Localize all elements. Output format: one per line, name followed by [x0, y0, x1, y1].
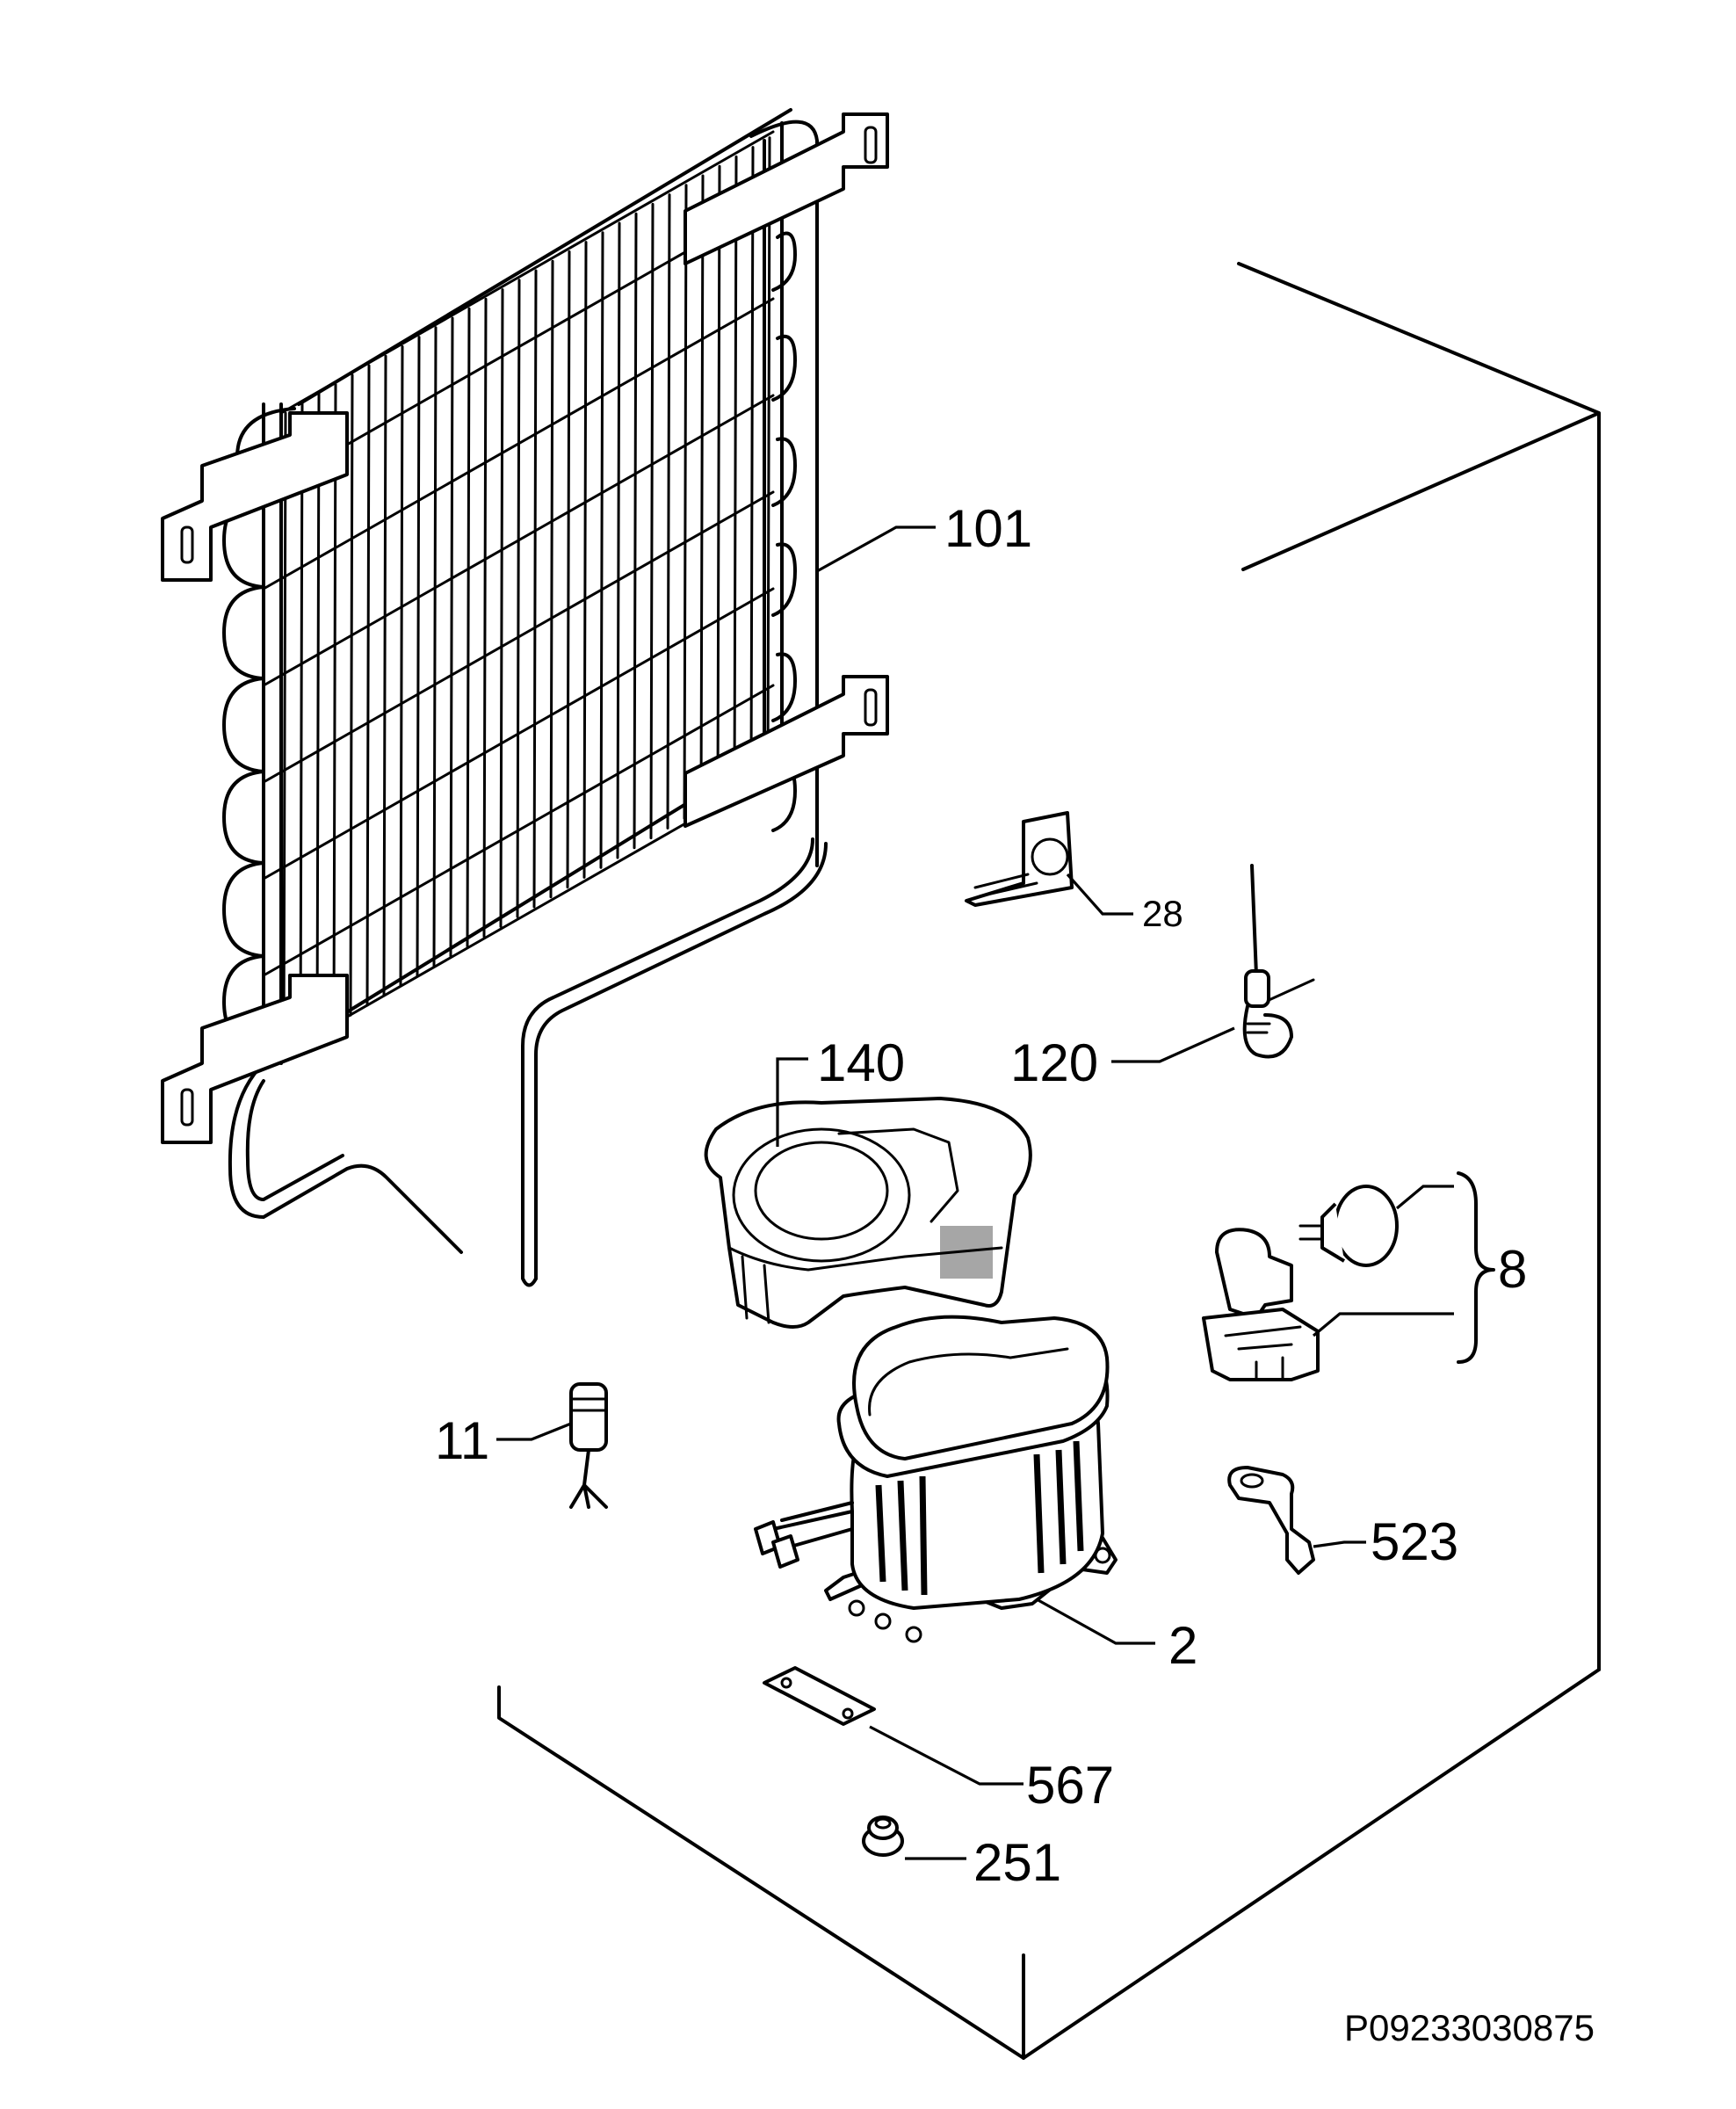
condenser-wire [683, 184, 688, 820]
callout-2: 2 [1168, 1616, 1197, 1675]
electrical-kit-part [1202, 1185, 1399, 1381]
compressor-cover-part [704, 1097, 1032, 1329]
callout-101: 101 [944, 499, 1032, 558]
compressor-rib [875, 1484, 886, 1583]
condenser-wire [633, 212, 638, 850]
condenser-wire [282, 411, 287, 1056]
condenser-rung [262, 587, 775, 881]
condenser-part [161, 108, 889, 1287]
condenser-wire [516, 279, 521, 918]
condenser-wire [532, 269, 538, 909]
compressor-rib [897, 1480, 908, 1591]
condenser-wire [749, 146, 755, 780]
condenser-wire [399, 344, 404, 988]
drier-part [569, 1382, 608, 1509]
condenser-wire [365, 364, 371, 1007]
condenser-wire [482, 297, 488, 939]
condenser-wire [549, 259, 554, 899]
callout-251: 251 [973, 1833, 1061, 1892]
compressor-rib [1073, 1440, 1084, 1552]
condenser-wire [299, 402, 304, 1047]
condenser-wire [416, 336, 421, 977]
callout-523: 523 [1371, 1512, 1458, 1571]
callout-567: 567 [1026, 1756, 1114, 1815]
service-valve-part [1242, 864, 1315, 1059]
plate-part [763, 1666, 876, 1726]
condenser-wire [449, 316, 454, 958]
condenser-rung [262, 490, 775, 784]
condenser-wire [499, 288, 504, 928]
condenser-wire [699, 174, 705, 810]
condenser-wire [349, 373, 354, 1017]
clamp-part [1227, 1466, 1315, 1575]
condenser-wire [466, 307, 471, 948]
condenser-wire [616, 221, 621, 859]
condenser-wire [733, 155, 738, 791]
callout-140: 140 [817, 1033, 905, 1092]
compressor-rib [919, 1475, 928, 1596]
condenser-wire [332, 383, 337, 1026]
condenser-wire [315, 392, 321, 1037]
condenser-wire [666, 193, 671, 830]
condenser-wire [432, 326, 438, 968]
condenser-rung [262, 297, 775, 591]
condenser-wire [582, 241, 588, 879]
grommet-part [862, 1815, 904, 1857]
callout-120: 120 [1010, 1033, 1098, 1092]
condenser-wire [382, 354, 387, 997]
condenser-wire [599, 231, 604, 869]
compressor-rib [1033, 1453, 1045, 1574]
cabinet-outline [497, 262, 1601, 2060]
callout-11: 11 [435, 1411, 489, 1470]
condenser-wire [649, 202, 655, 840]
callout-28: 28 [1142, 893, 1183, 934]
condenser-wire [716, 164, 721, 801]
condenser-rung [262, 684, 775, 977]
condenser-rung [262, 394, 775, 687]
condenser-wire [766, 136, 771, 771]
reference-code: P09233030875 [1344, 2007, 1595, 2048]
compressor-part [754, 1315, 1118, 1643]
callout-8: 8 [1498, 1240, 1527, 1299]
clip-part [965, 811, 1074, 907]
compressor-rib [1055, 1449, 1067, 1565]
condenser-wire [566, 250, 571, 889]
